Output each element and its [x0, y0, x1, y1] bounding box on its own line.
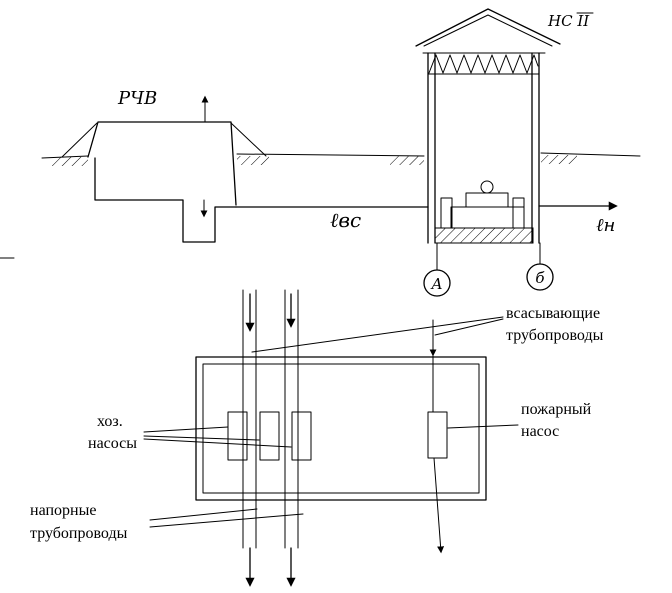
domestic-pumps — [227, 411, 312, 461]
domestic-pump — [259, 411, 280, 461]
node-b: б — [526, 242, 554, 291]
node-b-label: б — [535, 269, 545, 287]
reservoir — [61, 95, 267, 243]
pressure-pipes-label-line1: напорные — [30, 502, 96, 519]
plan-view: всасывающие трубопроводы хоз. насосы пож… — [30, 289, 604, 587]
ground-hatch — [237, 156, 269, 165]
suction-pipes-label-line2: трубопроводы — [506, 327, 604, 344]
domestic-pumps-label-line1: хоз. — [97, 413, 123, 430]
floor — [434, 227, 534, 244]
fire-pipes — [429, 319, 445, 554]
fire-pump-label-line1: пожарный — [521, 401, 592, 418]
domestic-pumps-label-line2: насосы — [88, 435, 137, 452]
node-a: А — [423, 242, 451, 297]
roof — [415, 8, 561, 47]
node-a-label: А — [430, 275, 442, 293]
embankment-slope — [230, 122, 267, 157]
station-label: НС II — [547, 12, 590, 30]
ground-hatch — [52, 157, 88, 166]
suction-length-label: ℓвс — [330, 208, 361, 232]
roof-truss — [422, 52, 546, 75]
reservoir-label: РЧВ — [117, 88, 157, 109]
pump-unit — [440, 180, 525, 229]
leader-lines — [143, 316, 519, 528]
embankment-slope — [61, 122, 98, 158]
pump-station-building — [415, 8, 561, 244]
plan-building-outline — [195, 356, 487, 501]
pressure-pipes-label-line2: трубопроводы — [30, 525, 128, 542]
domestic-pump — [227, 411, 248, 461]
suction-pipes-label-line1: всасывающие — [506, 305, 600, 322]
ground-line — [41, 152, 641, 166]
ground-hatch — [541, 155, 577, 164]
domestic-pump — [291, 411, 312, 461]
fire-pump — [427, 411, 448, 459]
ground-hatch — [390, 156, 424, 165]
discharge-length-label: ℓн — [596, 215, 615, 236]
section-view: РЧВ ℓвс — [0, 8, 641, 297]
fire-pump-label-line2: насос — [521, 423, 559, 440]
main-pipes — [242, 289, 299, 587]
